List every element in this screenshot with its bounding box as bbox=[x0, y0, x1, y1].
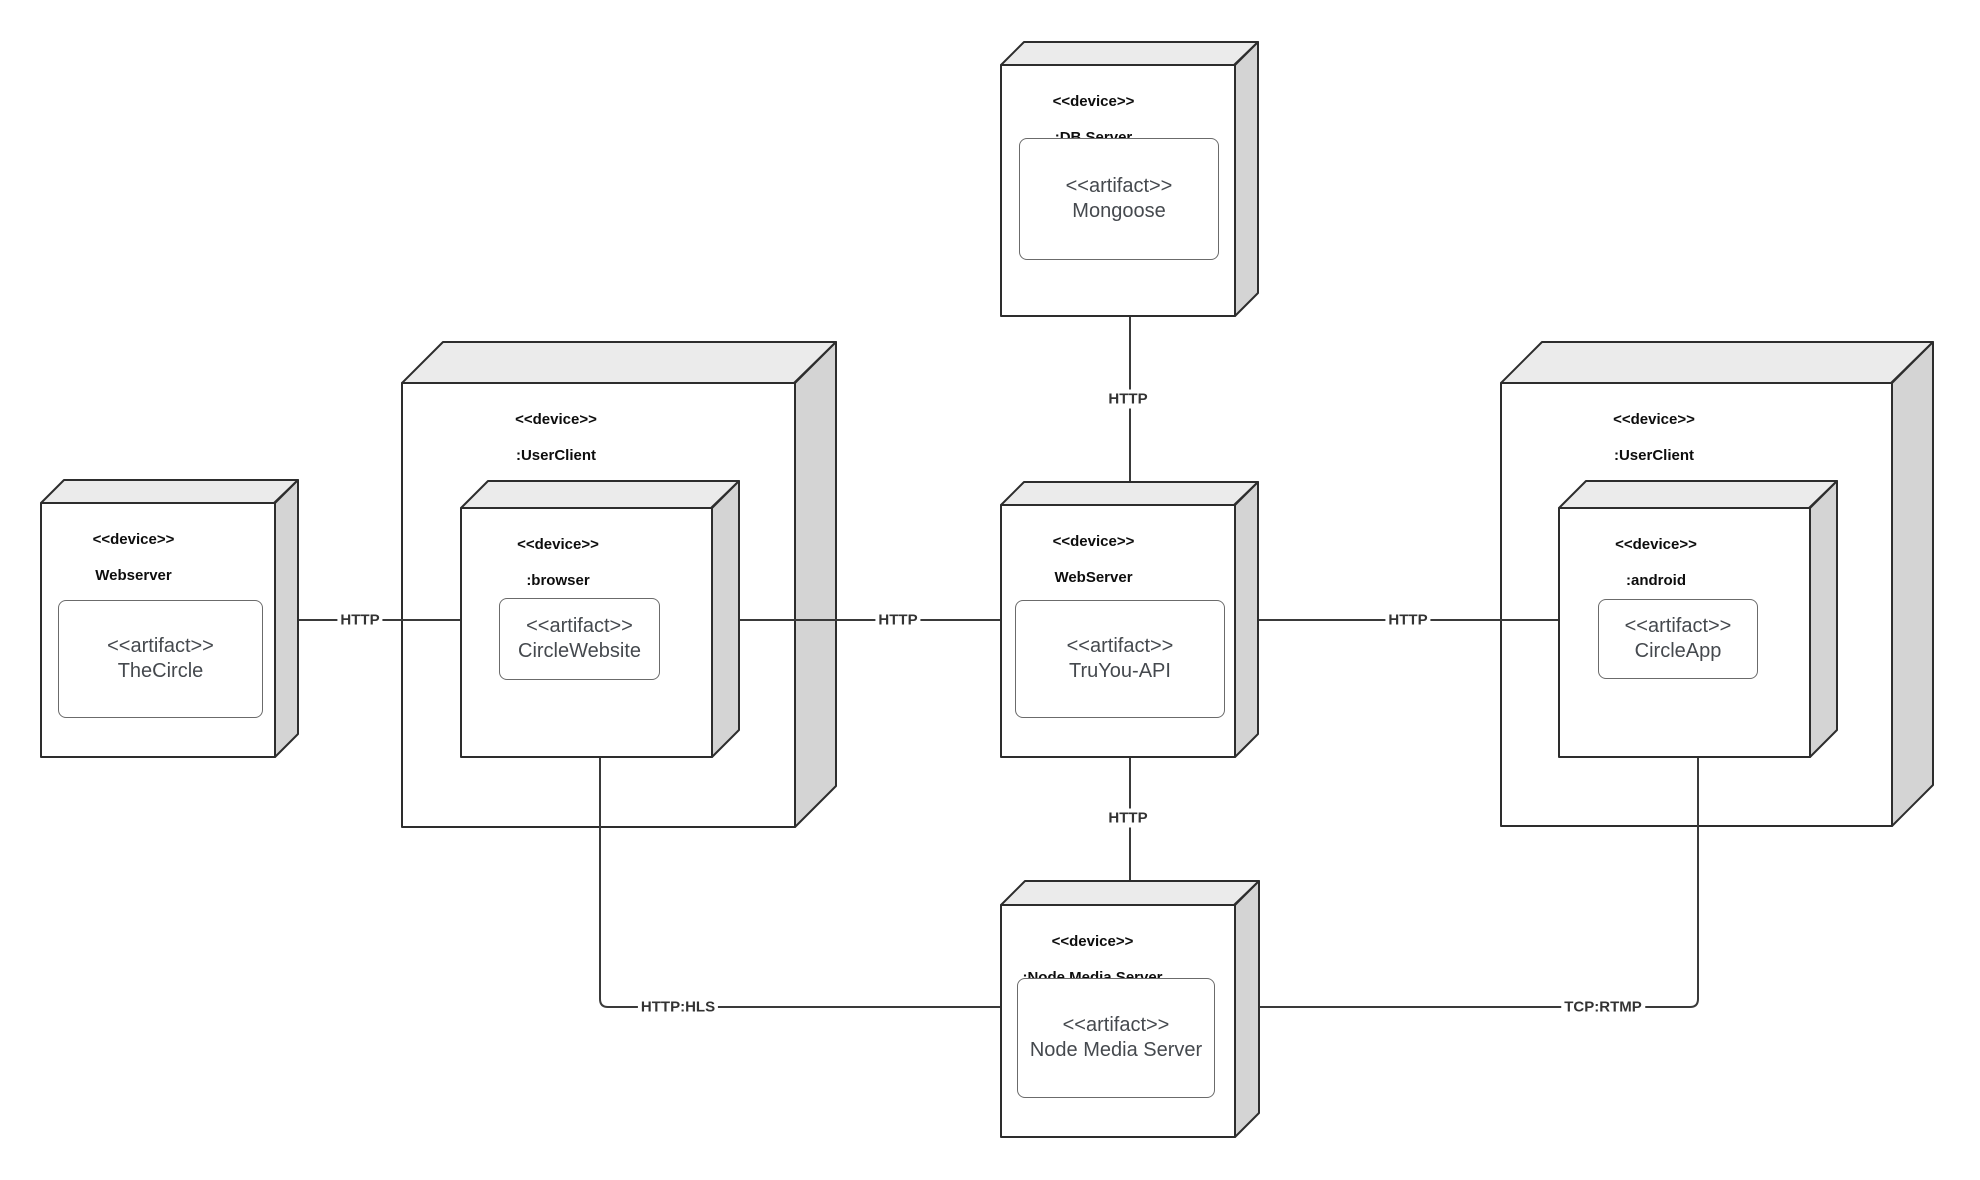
artifact-stereotype: <<artifact>> bbox=[526, 615, 633, 637]
device-stereotype: <<device>> bbox=[1613, 411, 1695, 428]
artifact-name: TheCircle bbox=[117, 660, 204, 682]
node-webserver-center: <<device>> WebServer <<artifact>> TruYou… bbox=[1000, 481, 1259, 758]
node-webserver-left-label: <<device>> Webserver bbox=[40, 513, 227, 603]
node-media-server: <<device>> :Node Media Server <<artifact… bbox=[1000, 880, 1260, 1138]
artifact-node-media-server: <<artifact>> Node Media Server bbox=[1017, 978, 1215, 1098]
node-browser: <<device>> :browser <<artifact>> CircleW… bbox=[460, 480, 740, 758]
artifact-truyou-api: <<artifact>> TruYou-API bbox=[1015, 600, 1225, 718]
edge-label-http-3: HTTP bbox=[1385, 610, 1431, 630]
node-userclient-left-label: <<device>> :UserClient bbox=[401, 393, 711, 483]
device-stereotype: <<device>> bbox=[1051, 933, 1134, 950]
node-webserver-left: <<device>> Webserver <<artifact>> TheCir… bbox=[40, 479, 299, 758]
edge-label-http-hls: HTTP:HLS bbox=[637, 997, 719, 1017]
node-android-label: <<device>> :android bbox=[1558, 518, 1754, 608]
artifact-name: TruYou-API bbox=[1069, 660, 1171, 682]
device-stereotype: <<device>> bbox=[517, 536, 599, 553]
device-stereotype: <<device>> bbox=[1052, 93, 1135, 110]
artifact-name: Node Media Server bbox=[1029, 1039, 1203, 1061]
node-browser-label: <<device>> :browser bbox=[460, 518, 656, 608]
node-userclient-right-label: <<device>> :UserClient bbox=[1500, 393, 1808, 483]
artifact-thecircle: <<artifact>> TheCircle bbox=[58, 600, 263, 718]
edge-label-http-1: HTTP bbox=[337, 610, 383, 630]
device-stereotype: <<device>> bbox=[1052, 533, 1135, 550]
edge-label-http-4: HTTP bbox=[1105, 389, 1151, 409]
device-name: :android bbox=[1626, 572, 1686, 589]
node-db-server: <<device>> :DB Server <<artifact>> Mongo… bbox=[1000, 41, 1259, 317]
artifact-stereotype: <<artifact>> bbox=[107, 635, 214, 657]
device-name: WebServer bbox=[1054, 569, 1133, 586]
device-name: :UserClient bbox=[1613, 447, 1695, 464]
artifact-stereotype: <<artifact>> bbox=[1066, 635, 1174, 657]
edge-label-http-2: HTTP bbox=[875, 610, 921, 630]
edge-label-tcp-rtmp: TCP:RTMP bbox=[1561, 997, 1645, 1017]
artifact-stereotype: <<artifact>> bbox=[1062, 1014, 1170, 1036]
device-name: :browser bbox=[526, 572, 590, 589]
device-name: :UserClient bbox=[515, 447, 597, 464]
artifact-stereotype: <<artifact>> bbox=[1065, 175, 1173, 197]
artifact-name: CircleWebsite bbox=[518, 640, 641, 662]
device-stereotype: <<device>> bbox=[92, 531, 175, 548]
artifact-mongoose: <<artifact>> Mongoose bbox=[1019, 138, 1219, 260]
artifact-circleapp: <<artifact>> CircleApp bbox=[1598, 599, 1758, 679]
device-name: Webserver bbox=[95, 567, 172, 584]
edge-label-http-5: HTTP bbox=[1105, 808, 1151, 828]
device-stereotype: <<device>> bbox=[1615, 536, 1697, 553]
artifact-circlewebsite: <<artifact>> CircleWebsite bbox=[499, 598, 660, 680]
artifact-name: CircleApp bbox=[1634, 640, 1722, 662]
node-android: <<device>> :android <<artifact>> CircleA… bbox=[1558, 480, 1838, 758]
artifact-name: Mongoose bbox=[1072, 200, 1166, 222]
artifact-stereotype: <<artifact>> bbox=[1624, 615, 1732, 637]
node-webserver-center-label: <<device>> WebServer bbox=[1000, 515, 1187, 605]
device-stereotype: <<device>> bbox=[515, 411, 597, 428]
